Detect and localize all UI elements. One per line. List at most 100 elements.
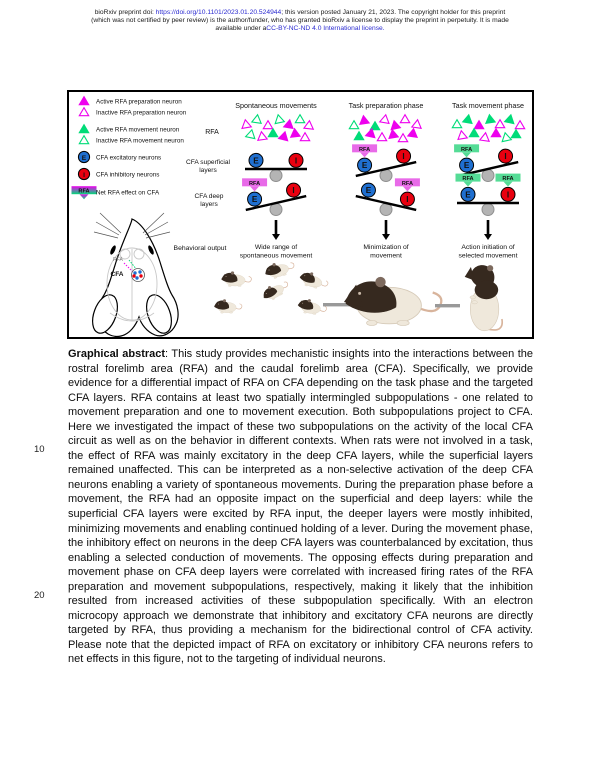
svg-text:E: E (82, 155, 87, 162)
active-movement-neuron-icon (267, 127, 279, 138)
legend-item: Inactive RFA movement neuron (78, 134, 184, 144)
active-preparation-neuron-icon (390, 119, 402, 131)
svg-text:E: E (464, 161, 470, 170)
excitatory-neuron-icon: E (360, 182, 376, 198)
active-preparation-neuron-icon (282, 118, 294, 130)
inactive-preparation-neuron-icon (299, 131, 311, 142)
svg-text:E: E (465, 190, 471, 199)
row-label-superficial: CFA superficial (186, 159, 231, 166)
inactive-movement-neuron-icon (501, 131, 513, 143)
abstract-text: Graphical abstract: This study provides … (68, 347, 533, 667)
legend-label: Active RFA movement neuron (96, 126, 180, 133)
banner-text: available under a (215, 24, 267, 32)
behavior-output-label: movement (370, 253, 402, 260)
svg-text:I: I (406, 195, 408, 204)
net-rfa-effect-icon: RFA (455, 173, 481, 187)
svg-text:E: E (252, 195, 258, 204)
rfa-to-cfa-arrow (123, 262, 134, 273)
behavior-output-label: Wide range of (255, 244, 297, 251)
fulcrum-icon (269, 203, 283, 216)
active-movement-neuron-icon (78, 123, 90, 134)
svg-text:RFA: RFA (402, 181, 413, 187)
fulcrum-icon (481, 169, 495, 182)
rat-spontaneous-icon (213, 298, 243, 314)
inactive-preparation-neuron-icon (241, 118, 253, 130)
net-rfa-effect-icon: RFA (454, 144, 480, 158)
preprint-banner: bioRxiv preprint doi: https://doi.org/10… (20, 9, 580, 32)
brain-cfa-label: CFA (111, 271, 124, 278)
behavior-output-label: selected movement (459, 253, 518, 260)
doi-link[interactable]: https://doi.org/10.1101/2023.01.20.52494… (155, 9, 282, 16)
brain-diagram: RFA CFA (92, 212, 179, 337)
seesaw-plank (355, 194, 417, 212)
down-arrow-icon (272, 220, 280, 240)
rat-spontaneous-icon (262, 256, 297, 282)
brain-rfa-label: RFA (113, 257, 123, 263)
net-rfa-effect-icon: RFA (394, 178, 420, 192)
rfa-neuron-cluster (451, 113, 526, 143)
inactive-preparation-neuron-icon (78, 106, 90, 117)
inactive-movement-neuron-icon (451, 118, 463, 129)
column-title: Spontaneous movements (235, 101, 317, 110)
abstract-body: : This study provides mechanistic insigh… (68, 348, 533, 666)
active-preparation-neuron-icon (358, 114, 371, 125)
inhibitory-neuron-icon: I (498, 148, 514, 164)
inactive-preparation-neuron-icon (378, 113, 390, 125)
svg-text:E: E (366, 186, 372, 195)
net-rfa-effect-icon: RFA (495, 173, 521, 187)
inactive-movement-neuron-icon (348, 119, 360, 130)
seesaw-plank (355, 160, 417, 178)
fulcrum-icon (379, 169, 393, 182)
active-movement-neuron-icon (353, 130, 365, 141)
svg-text:I: I (83, 172, 85, 179)
svg-text:RFA: RFA (461, 147, 472, 153)
rat-rearing-icon (463, 264, 504, 332)
inhibitory-neuron-icon: I (396, 148, 412, 164)
excitatory-neuron-icon: E (459, 157, 475, 173)
lever-bar (323, 303, 350, 307)
svg-text:RFA: RFA (359, 147, 370, 153)
active-preparation-neuron-icon (490, 127, 502, 138)
legend-item: Active RFA preparation neuron (78, 95, 182, 106)
legend-label: CFA excitatory neurons (96, 154, 161, 161)
svg-text:I: I (292, 186, 294, 195)
inactive-movement-neuron-icon (274, 113, 286, 125)
inactive-movement-neuron-icon (244, 128, 256, 140)
eye-icon (148, 245, 154, 255)
inactive-preparation-neuron-icon (399, 113, 411, 124)
row-label-deep: layers (200, 201, 218, 208)
svg-text:E: E (253, 156, 259, 165)
rat-holding-lever-icon (342, 275, 443, 327)
banner-text: ; this version posted January 21, 2023. … (281, 9, 506, 16)
license-link[interactable]: CC-BY-NC-ND 4.0 International license. (266, 24, 385, 32)
legend-label: Active RFA preparation neuron (96, 98, 182, 105)
active-movement-neuron-icon (468, 127, 480, 138)
inactive-preparation-neuron-icon (302, 119, 315, 130)
banner-text: bioRxiv preprint doi: (94, 9, 156, 16)
active-preparation-neuron-icon (78, 95, 90, 106)
net-rfa-effect-icon: RFA (242, 178, 268, 192)
excitatory-neuron-icon: E (248, 152, 264, 168)
net-rfa-effect-icon: RFA (71, 186, 97, 200)
active-preparation-neuron-icon (364, 127, 376, 139)
deep-layer-seesaw: E I RFA (355, 178, 420, 216)
excitatory-neuron-icon: E (77, 150, 91, 164)
lever-bar (435, 304, 460, 308)
svg-text:I: I (402, 152, 404, 161)
legend-label: Net RFA effect on CFA (96, 189, 160, 196)
line-number: 10 (34, 444, 45, 455)
deep-layer-seesaw: E I RFA (242, 178, 307, 216)
legend-label: Inactive RFA preparation neuron (96, 109, 187, 116)
excitatory-neuron-icon: E (357, 157, 373, 173)
svg-text:E: E (362, 161, 368, 170)
legend-item: Active RFA movement neuron (78, 123, 180, 134)
svg-text:RFA: RFA (78, 189, 89, 195)
inactive-preparation-neuron-icon (262, 119, 274, 130)
